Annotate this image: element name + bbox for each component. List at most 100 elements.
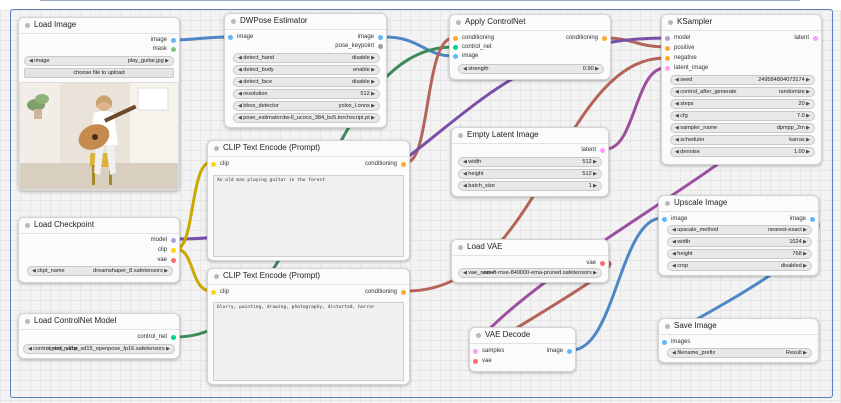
node-load-controlnet-model[interactable]: Load ControlNet Model control_net contro…	[18, 313, 180, 359]
collapse-dot-icon[interactable]	[25, 23, 30, 28]
output-port-image[interactable]	[810, 217, 815, 222]
output-port-latent[interactable]	[600, 148, 605, 153]
collapse-dot-icon[interactable]	[214, 146, 219, 151]
choose-file-button[interactable]: choose file to upload	[24, 68, 174, 78]
input-port-clip[interactable]	[211, 290, 216, 295]
collapse-dot-icon[interactable]	[665, 324, 670, 329]
input-port-images[interactable]	[662, 340, 667, 345]
widget-vae-name[interactable]: vae_namevae-ft-mse-840000-ema-pruned.saf…	[458, 268, 602, 278]
node-title-bar[interactable]: Apply ControlNet	[450, 15, 610, 31]
collapse-dot-icon[interactable]	[231, 19, 236, 24]
node-title-bar[interactable]: DWPose Estimator	[225, 14, 386, 30]
collapse-dot-icon[interactable]	[25, 319, 30, 324]
node-title-bar[interactable]: Load Image	[19, 18, 179, 34]
output-port-conditioning[interactable]	[401, 290, 406, 295]
input-port-image[interactable]	[453, 54, 458, 59]
node-title-bar[interactable]: Upscale Image	[659, 196, 818, 212]
collapse-dot-icon[interactable]	[458, 245, 463, 250]
node-title-bar[interactable]: CLIP Text Encode (Prompt)	[208, 269, 409, 285]
node-title-bar[interactable]: CLIP Text Encode (Prompt)	[208, 141, 409, 157]
input-port-vae[interactable]	[473, 359, 478, 364]
prompt-textarea[interactable]: An old man playing guitar in the forest	[213, 175, 404, 257]
node-title-bar[interactable]: Save Image	[659, 319, 818, 335]
input-port-model[interactable]	[665, 36, 670, 41]
input-port-negative[interactable]	[665, 56, 670, 61]
collapse-dot-icon[interactable]	[476, 333, 481, 338]
output-port-pose-keypoint[interactable]	[378, 44, 383, 49]
node-vae-decode[interactable]: VAE Decode samples image vae	[469, 327, 576, 372]
widget-control-net-name[interactable]: control_net_namecontrol_v11p_sd15_openpo…	[23, 344, 175, 354]
output-port-conditioning[interactable]	[401, 162, 406, 167]
collapse-dot-icon[interactable]	[456, 20, 461, 25]
node-dwpose-estimator[interactable]: DWPose Estimator image image pose_keypoi…	[224, 13, 387, 128]
node-load-checkpoint[interactable]: Load Checkpoint model clip vae ckpt_name…	[18, 217, 180, 283]
output-port-image[interactable]	[567, 349, 572, 354]
node-clip-text-encode-positive[interactable]: CLIP Text Encode (Prompt) clip condition…	[207, 140, 410, 261]
input-label-clip: clip	[220, 289, 230, 295]
output-port-image[interactable]	[378, 35, 383, 40]
node-title-bar[interactable]: Empty Latent Image	[452, 128, 608, 144]
output-port-latent[interactable]	[813, 36, 818, 41]
node-title-bar[interactable]: VAE Decode	[470, 328, 575, 344]
input-port-image[interactable]	[662, 217, 667, 222]
output-port-image[interactable]	[171, 38, 176, 43]
node-clip-text-encode-negative[interactable]: CLIP Text Encode (Prompt) clip condition…	[207, 268, 410, 385]
node-ksampler[interactable]: KSampler model latent positive negative …	[661, 14, 822, 165]
widget-pose-estimator[interactable]: pose_estimatordw-ll_ucoco_384_bs5.torchs…	[233, 113, 380, 123]
node-title-bar[interactable]: Load ControlNet Model	[19, 314, 179, 330]
node-title-bar[interactable]: Load Checkpoint	[19, 218, 179, 234]
node-load-vae[interactable]: Load VAE vae vae_namevae-ft-mse-840000-e…	[451, 239, 609, 283]
input-port-latent-image[interactable]	[665, 66, 670, 71]
input-port-positive[interactable]	[665, 46, 670, 51]
collapse-dot-icon[interactable]	[25, 223, 30, 228]
node-apply-controlnet[interactable]: Apply ControlNet conditioning conditioni…	[449, 14, 611, 80]
collapse-dot-icon[interactable]	[668, 20, 673, 25]
input-port-conditioning[interactable]	[453, 36, 458, 41]
output-port-model[interactable]	[171, 238, 176, 243]
output-port-mask[interactable]	[171, 47, 176, 52]
input-port-samples[interactable]	[473, 349, 478, 354]
widget-image-select[interactable]: image play_guitar.jpg	[24, 56, 174, 66]
node-load-image[interactable]: Load Image image mask image play_guitar.…	[18, 17, 180, 191]
input-port-control-net[interactable]	[453, 45, 458, 50]
output-port-conditioning[interactable]	[602, 36, 607, 41]
collapse-dot-icon[interactable]	[665, 201, 670, 206]
output-port-control-net[interactable]	[171, 335, 176, 340]
node-title-bar[interactable]: Load VAE	[452, 240, 608, 256]
output-port-vae[interactable]	[600, 261, 605, 266]
node-upscale-image[interactable]: Upscale Image image image upscale_method…	[658, 195, 819, 276]
collapse-dot-icon[interactable]	[458, 133, 463, 138]
input-port-image[interactable]	[228, 35, 233, 40]
prompt-textarea[interactable]: blurry, painting, drawing, photography, …	[213, 302, 404, 381]
node-title-bar[interactable]: KSampler	[662, 15, 821, 31]
collapse-dot-icon[interactable]	[214, 274, 219, 279]
output-port-vae[interactable]	[171, 258, 176, 263]
input-port-clip[interactable]	[211, 162, 216, 167]
output-port-clip[interactable]	[171, 248, 176, 253]
